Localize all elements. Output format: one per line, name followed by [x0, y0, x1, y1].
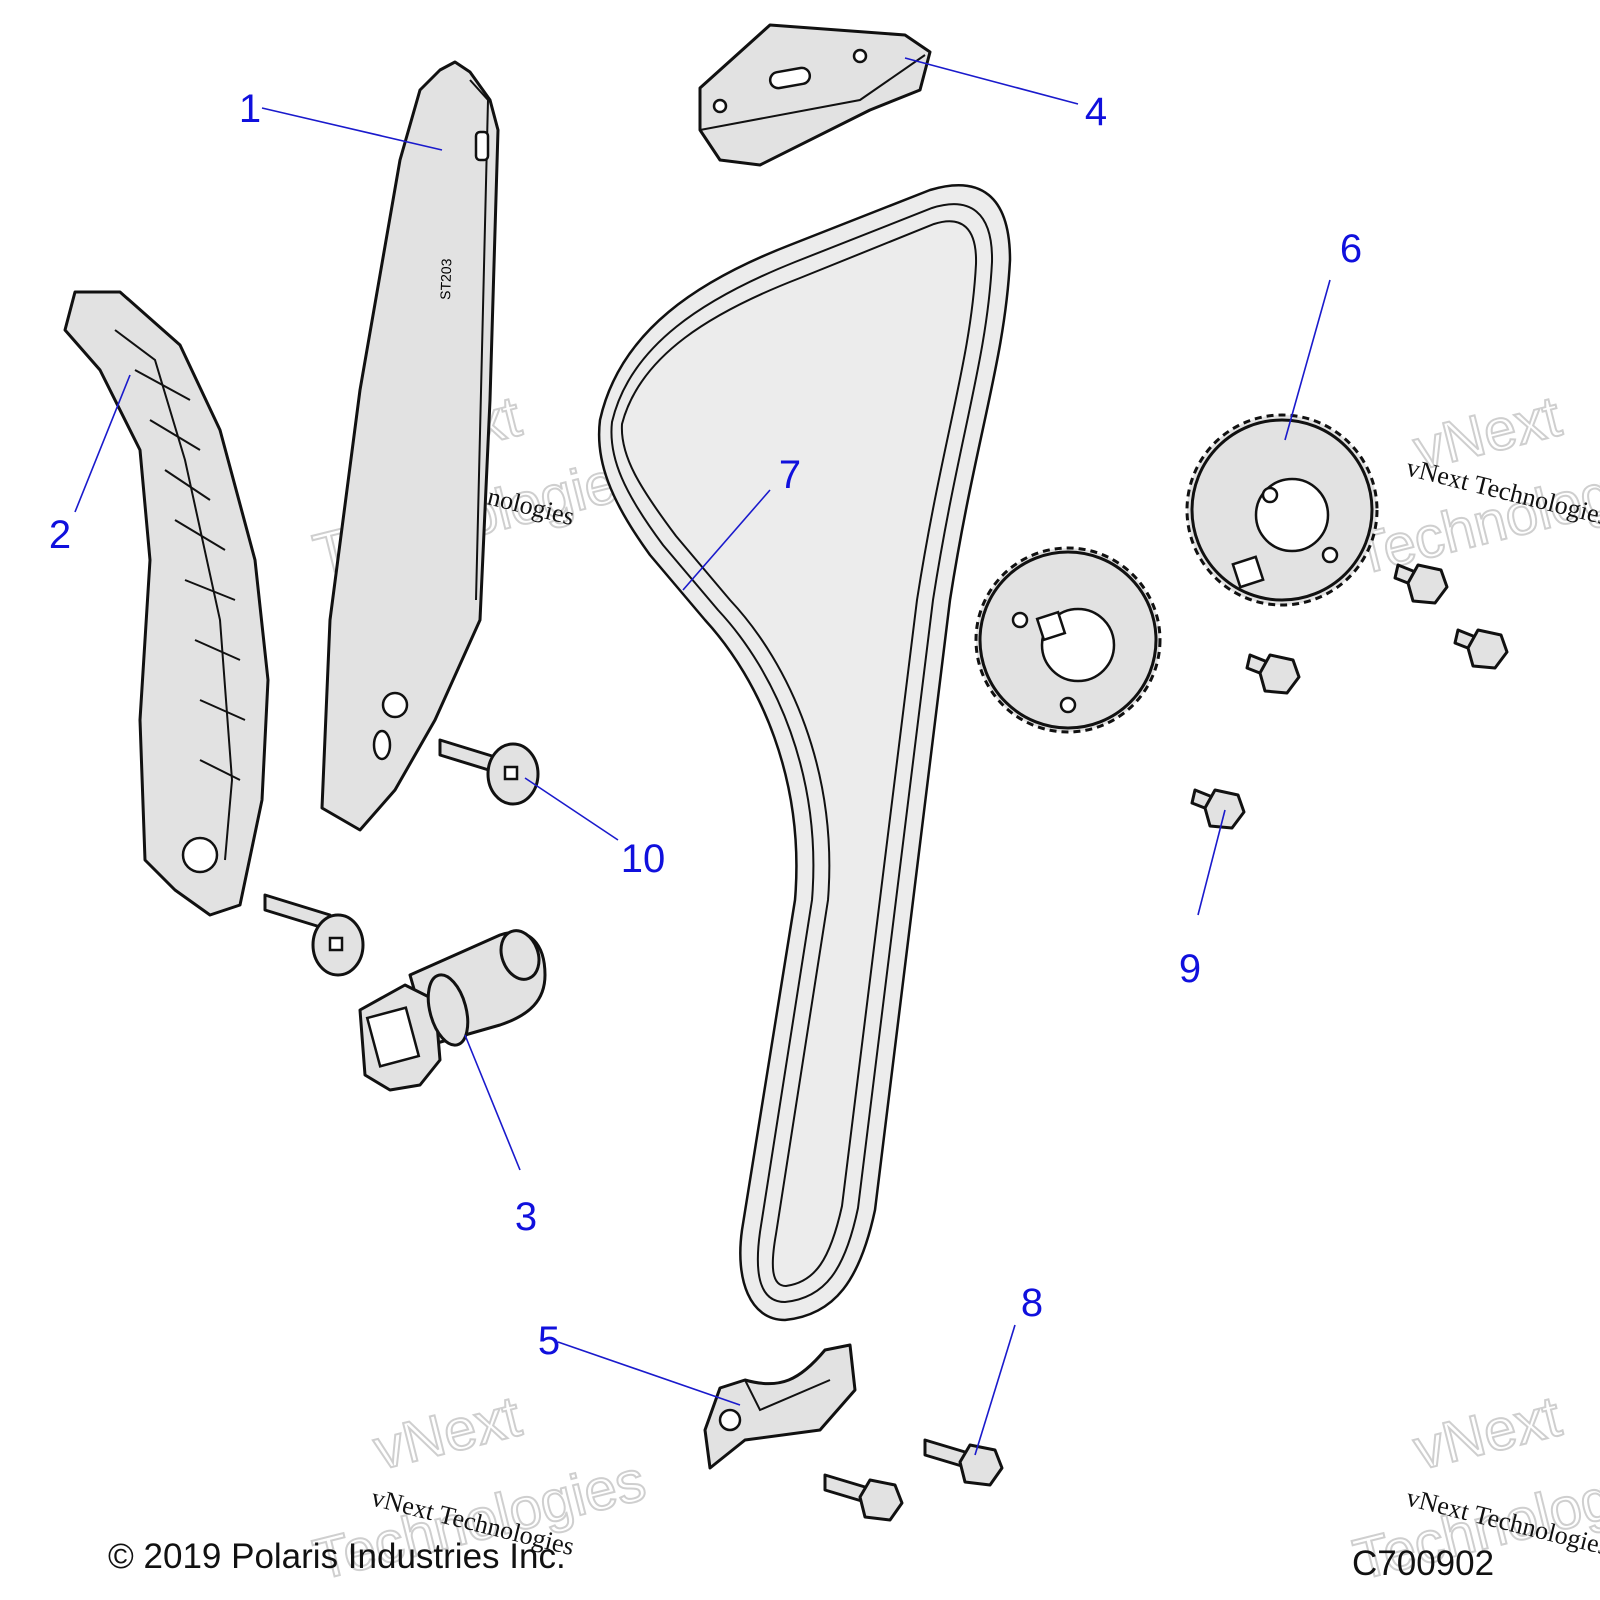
callouts: 1 2 3 4 5 6 7 8 9 10 [49, 87, 1362, 1363]
part-lower-chain-guide [703, 1343, 857, 1470]
callout-2: 2 [49, 513, 71, 557]
part-cam-sprocket-front [974, 546, 1162, 734]
watermark-group-upper-right: vNext Technologies vNext Technologies [1346, 383, 1600, 589]
copyright-text: © 2019 Polaris Industries Inc. [108, 1537, 566, 1576]
callout-3: 3 [515, 1195, 537, 1239]
leader-line-9 [1197, 809, 1226, 916]
callout-10: 10 [621, 837, 666, 881]
watermark-brand: vNext [367, 1384, 527, 1483]
part-flange-bolt [823, 1473, 904, 1522]
leader-line-7 [682, 489, 771, 591]
leader-line-3 [464, 1034, 521, 1171]
part-sprocket-bolt [1245, 653, 1301, 695]
part-chain-guide-curved [63, 290, 270, 917]
leader-line-4 [904, 57, 1079, 105]
callout-7: 7 [779, 453, 801, 497]
part-chain-guide-straight: ST203 [320, 60, 500, 832]
callout-5: 5 [538, 1319, 560, 1363]
callout-6: 6 [1340, 227, 1362, 271]
leader-lines [74, 57, 1331, 1456]
part-sprocket-bolt [1453, 628, 1509, 670]
callout-4: 4 [1085, 90, 1107, 134]
guide-marking: ST203 [437, 258, 454, 300]
watermark-brand: vNext [1407, 1384, 1567, 1483]
leader-line-6 [1284, 279, 1331, 441]
part-sprocket-bolt [1393, 563, 1449, 605]
part-timing-chain [597, 184, 1012, 1322]
part-flange-bolt [923, 1438, 1004, 1487]
callout-9: 9 [1179, 947, 1201, 991]
leader-line-10 [524, 777, 619, 841]
leader-line-1 [261, 107, 443, 151]
part-cam-sprocket-rear [1185, 413, 1379, 607]
part-pivot-bolt [438, 738, 540, 806]
part-pivot-bolt [263, 893, 365, 977]
figure-id: C700902 [1352, 1544, 1494, 1583]
callout-1: 1 [239, 87, 261, 131]
part-upper-guide-block [698, 23, 932, 167]
part-chain-tensioner [358, 929, 547, 1092]
callout-8: 8 [1021, 1281, 1043, 1325]
leader-line-8 [974, 1324, 1016, 1456]
leader-line-2 [74, 374, 131, 513]
part-sprocket-bolt [1190, 788, 1246, 830]
leader-line-5 [557, 1341, 741, 1406]
